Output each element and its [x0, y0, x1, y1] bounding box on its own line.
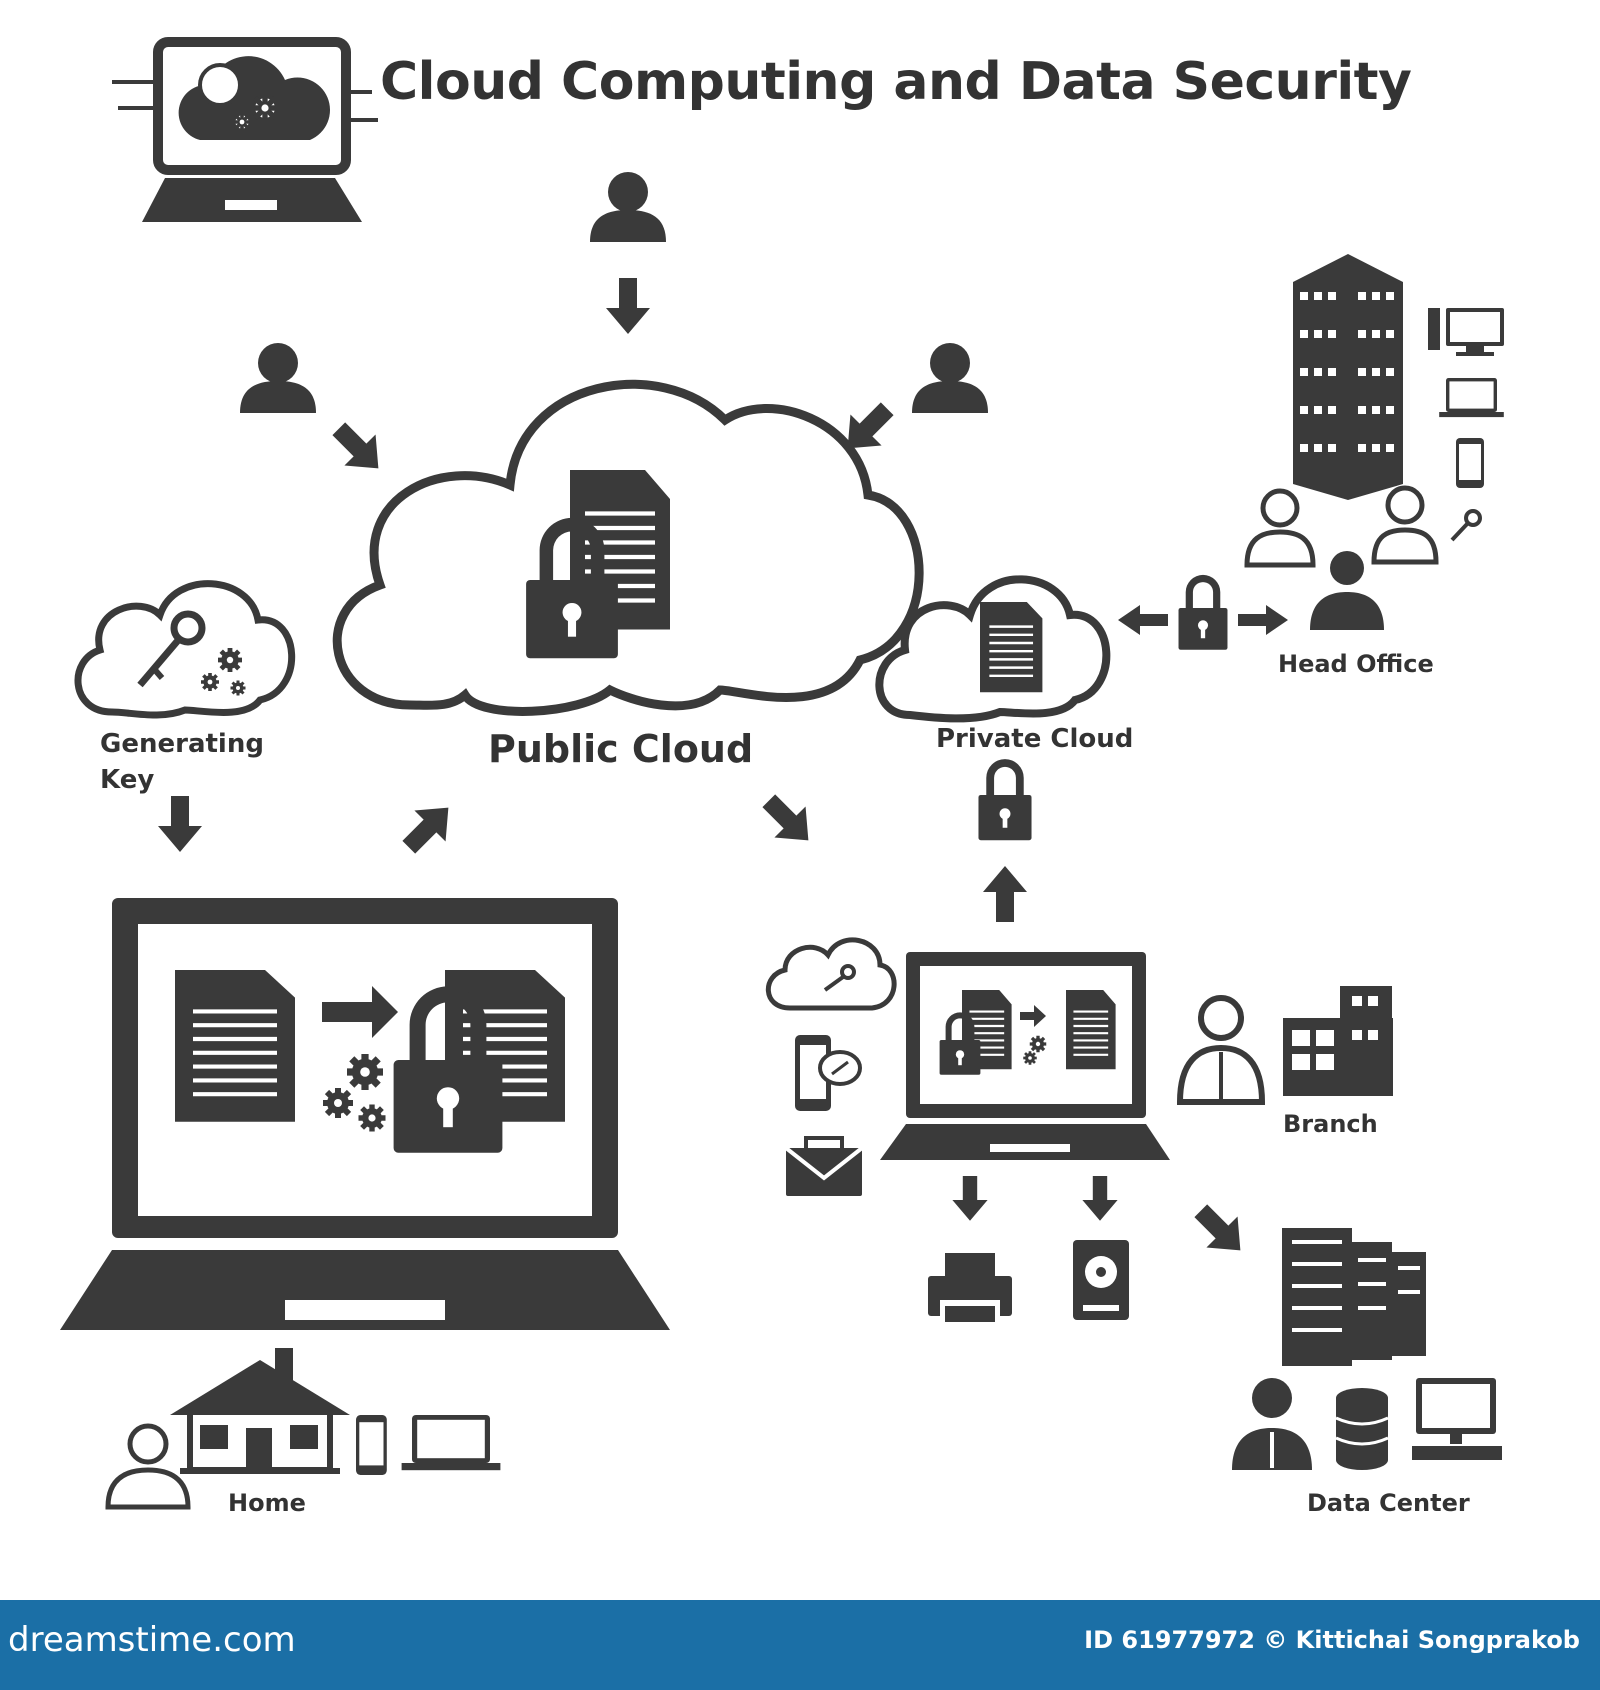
desktop-computer-icon — [1428, 308, 1504, 356]
arrow-icon — [832, 393, 903, 464]
home-user-icon — [105, 1423, 191, 1510]
footer-bar: dreamstime.com ID 61977972 © Kittichai S… — [0, 1600, 1600, 1690]
key-cloud-icon — [74, 580, 296, 719]
workstation-icon — [1412, 1378, 1502, 1460]
footer-image-id: ID 61977972 © Kittichai Songprakob — [1084, 1626, 1580, 1654]
public-cloud-shape — [332, 379, 924, 716]
generating-key-label: Generating Key — [100, 729, 264, 795]
public-cloud-label: Public Cloud — [488, 727, 754, 771]
data-center-label: Data Center — [1307, 1489, 1470, 1517]
branch-label: Branch — [1283, 1110, 1378, 1138]
arrow-down-icon — [158, 796, 202, 852]
padlock-icon — [978, 759, 1032, 841]
printer-icon — [928, 1253, 1012, 1322]
arrow-up-icon — [983, 866, 1027, 922]
arrow-down-icon — [952, 1176, 988, 1221]
laptop-small-icon — [1439, 378, 1504, 418]
arrow-down-icon — [1082, 1176, 1118, 1221]
envelope-key-icon — [784, 1136, 864, 1196]
mobile-key-icon — [795, 1035, 862, 1111]
smartphone-icon — [356, 1415, 387, 1475]
arrow-icon — [323, 413, 394, 484]
private-cloud-label: Private Cloud — [936, 724, 1134, 754]
branch-building-icon — [1283, 986, 1393, 1096]
hard-drive-icon — [1073, 1240, 1129, 1320]
laptop-cloud-icon — [112, 37, 378, 222]
double-arrow-icon — [1238, 605, 1288, 635]
key-icon — [1450, 509, 1482, 542]
footer-site[interactable]: dreamstime.com — [8, 1620, 296, 1660]
home-label: Home — [228, 1489, 306, 1517]
data-center-user-icon — [1232, 1378, 1312, 1470]
padlock-icon — [1178, 574, 1228, 650]
server-rack-icon — [1282, 1228, 1426, 1366]
house-icon — [170, 1348, 350, 1474]
head-office-label: Head Office — [1278, 650, 1434, 678]
big-laptop-icon — [60, 898, 670, 1330]
locked-document-icon — [526, 470, 670, 659]
arrow-icon — [753, 785, 824, 856]
double-arrow-icon — [1118, 605, 1168, 635]
smartphone-icon — [1456, 438, 1484, 488]
laptop-small-icon — [401, 1415, 501, 1471]
office-building-icon — [1293, 254, 1403, 500]
key-cloud-small-icon — [765, 937, 897, 1011]
user-icon — [912, 343, 988, 413]
user-icon — [240, 343, 316, 413]
office-user-icon — [1244, 485, 1439, 630]
arrow-icon — [393, 792, 464, 863]
diagram-canvas — [60, 37, 1504, 1510]
small-laptop-icon — [880, 952, 1170, 1160]
database-icon — [1335, 1388, 1389, 1470]
page-title: Cloud Computing and Data Security — [380, 52, 1412, 112]
arrow-down-icon — [606, 278, 650, 334]
private-cloud-icon — [875, 575, 1111, 723]
user-icon — [590, 172, 666, 242]
arrow-icon — [1185, 1195, 1256, 1266]
branch-user-icon — [1176, 995, 1266, 1105]
